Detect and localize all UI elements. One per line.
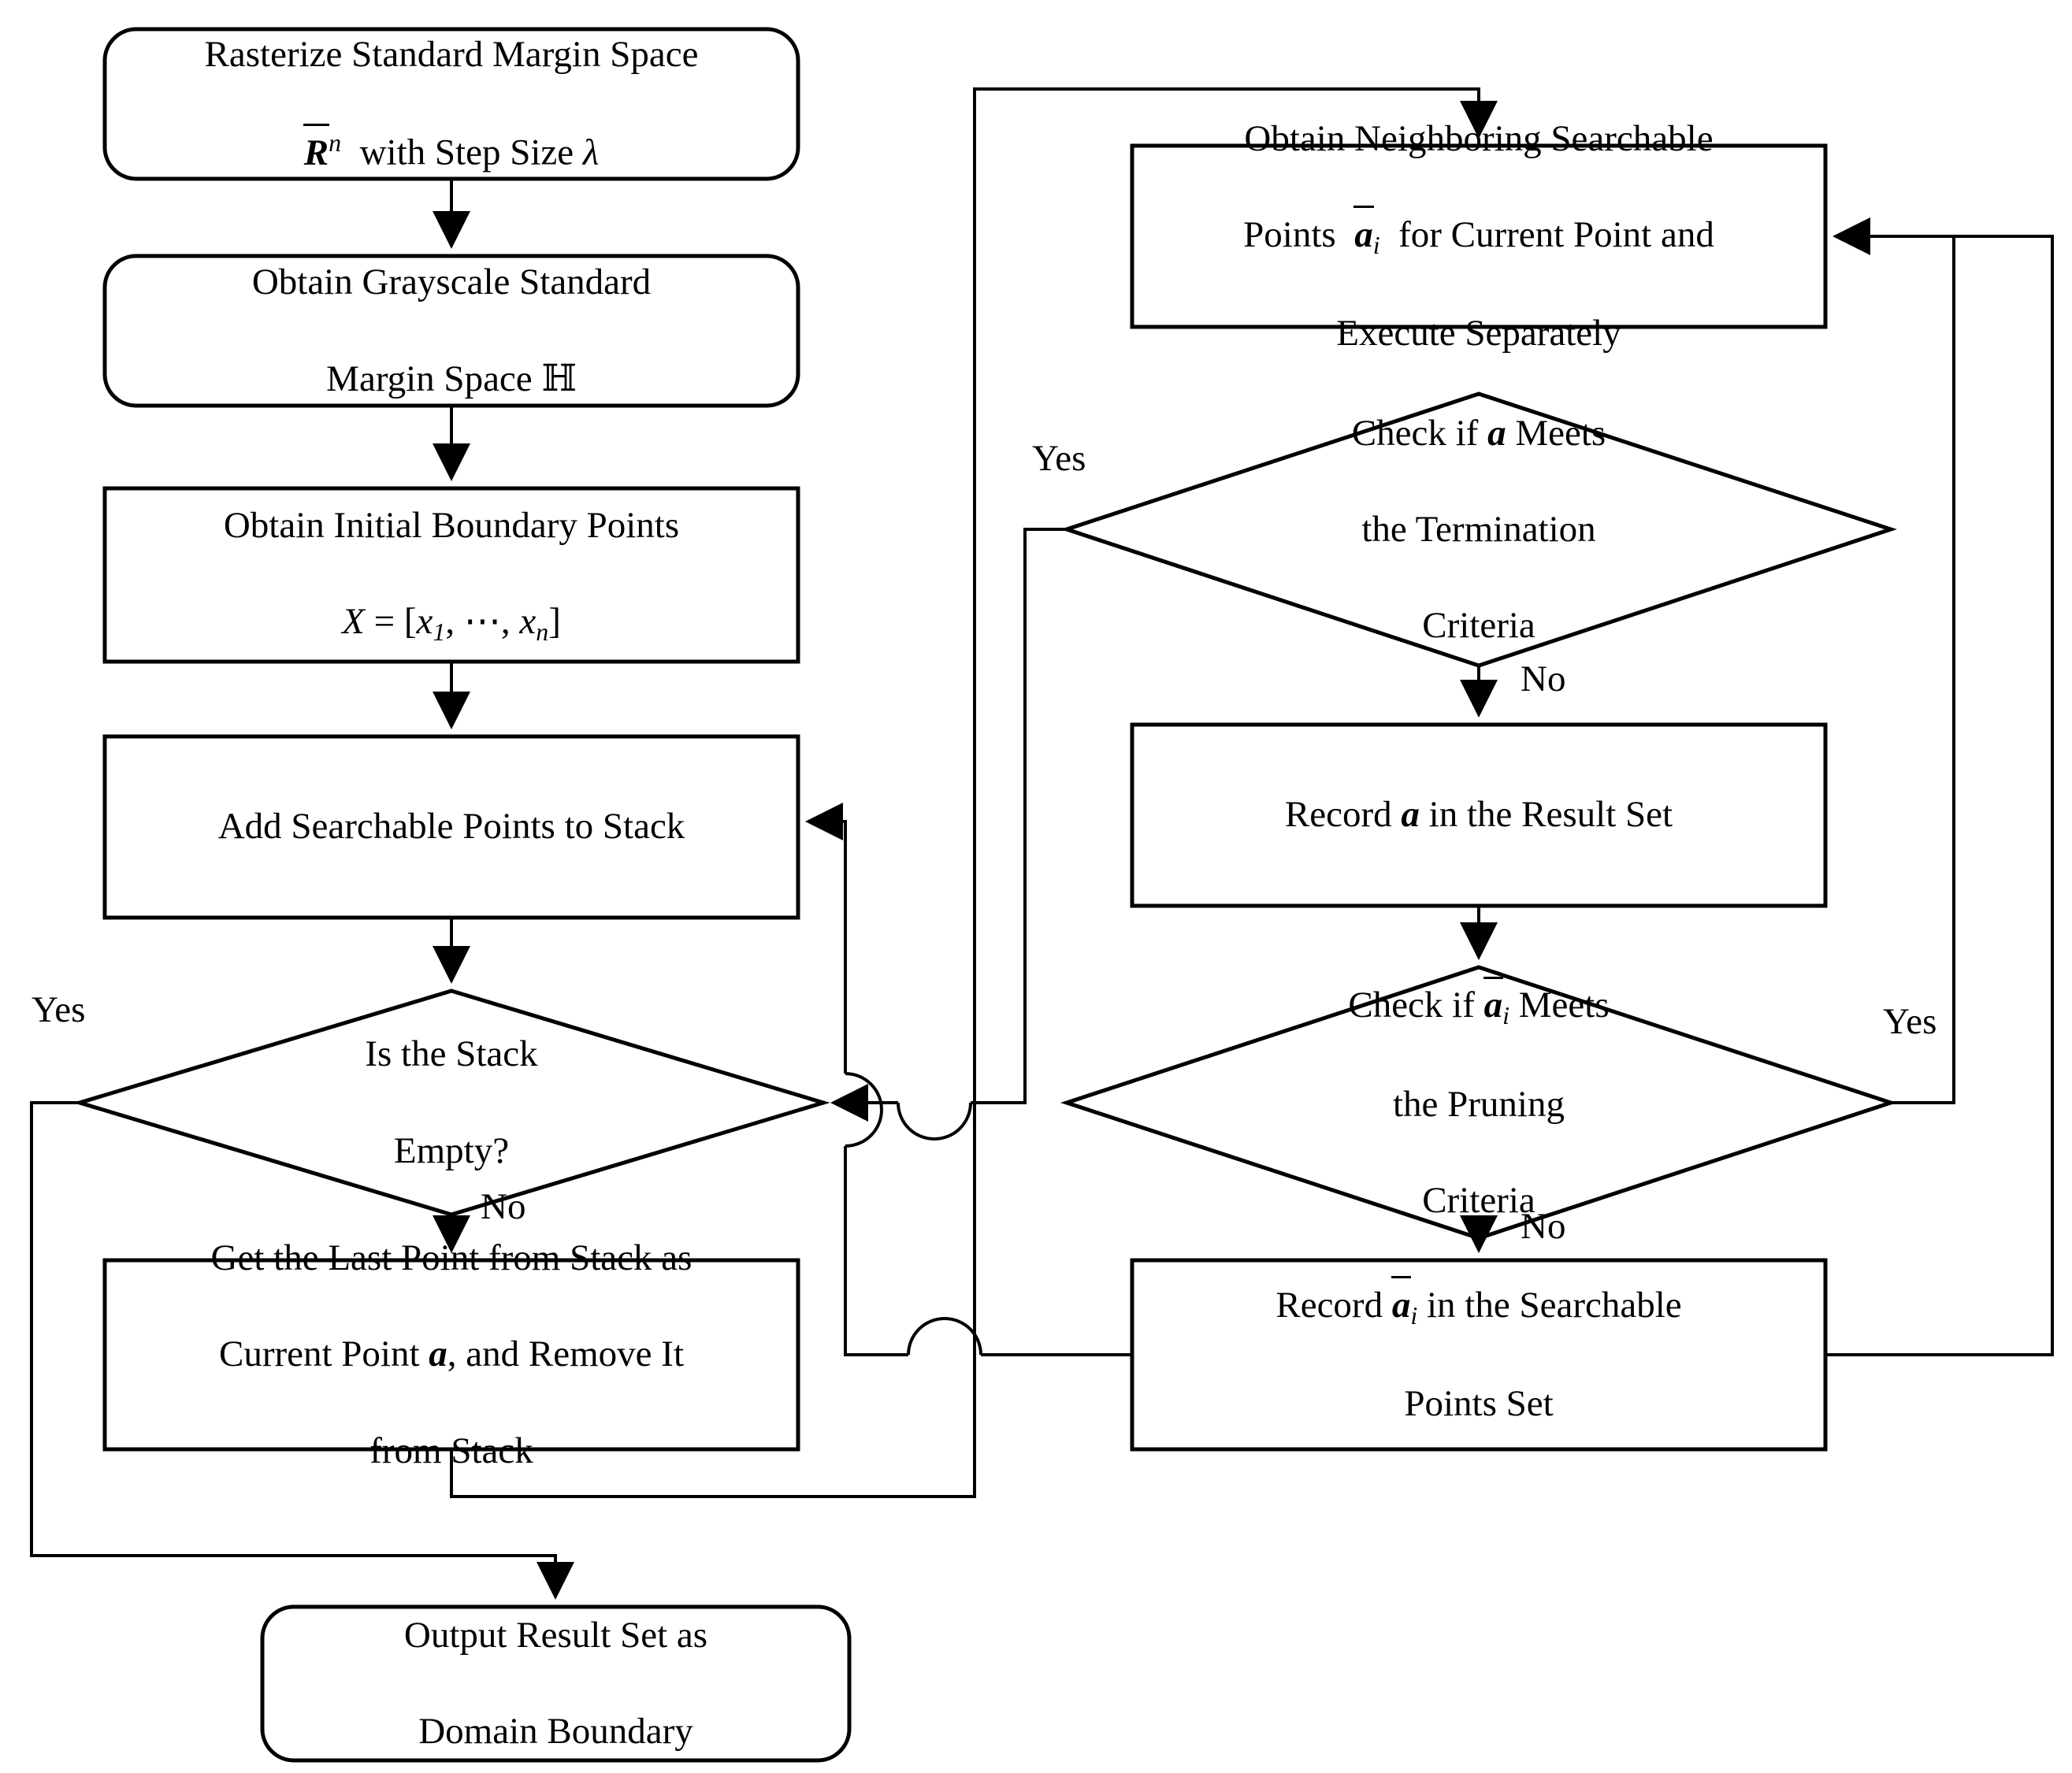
node-record-ai-shape [1130,1258,1828,1452]
node-stack-empty-shape [72,989,830,1217]
node-termination-shape [1060,391,1897,668]
edge-stackempty-yes-to-output [30,1101,574,1600]
node-output-shape [260,1604,852,1763]
edge-getlast-to-neighbors [450,87,1498,1498]
edge-label-pruning-yes: Yes [1883,1001,1937,1042]
node-start-shape [102,27,800,181]
edge-recordai-to-neighbors [1825,235,2054,1356]
node-get-last-point-shape [102,1258,800,1452]
edge-label-stack-empty-no: No [481,1186,526,1227]
node-record-a-shape [1130,722,1828,908]
node-add-stack-shape [102,734,800,920]
edge-recordai-jump-arc [907,1317,982,1356]
node-pruning-shape [1060,965,1898,1241]
edge-label-stack-empty-yes: Yes [32,989,86,1030]
edge-termination-yes-to-stackempty [971,528,1067,1104]
edge-label-termination-no: No [1521,658,1566,699]
edge-label-pruning-no: No [1521,1206,1566,1247]
edge-pruning-yes-to-neighbors [1832,217,1955,1104]
node-neighbors-shape [1130,143,1828,329]
edge-recordai-left-seg3 [805,803,847,1074]
edge-termination-yes-jump-arc [897,1102,972,1141]
edge-recordai-left-seg2 [844,1146,908,1356]
edge-label-termination-yes: Yes [1032,438,1086,479]
node-grayscale-shape [102,254,800,408]
node-initial-points-shape [102,486,800,664]
edge-recordai-jump-arc2 [845,1072,883,1148]
